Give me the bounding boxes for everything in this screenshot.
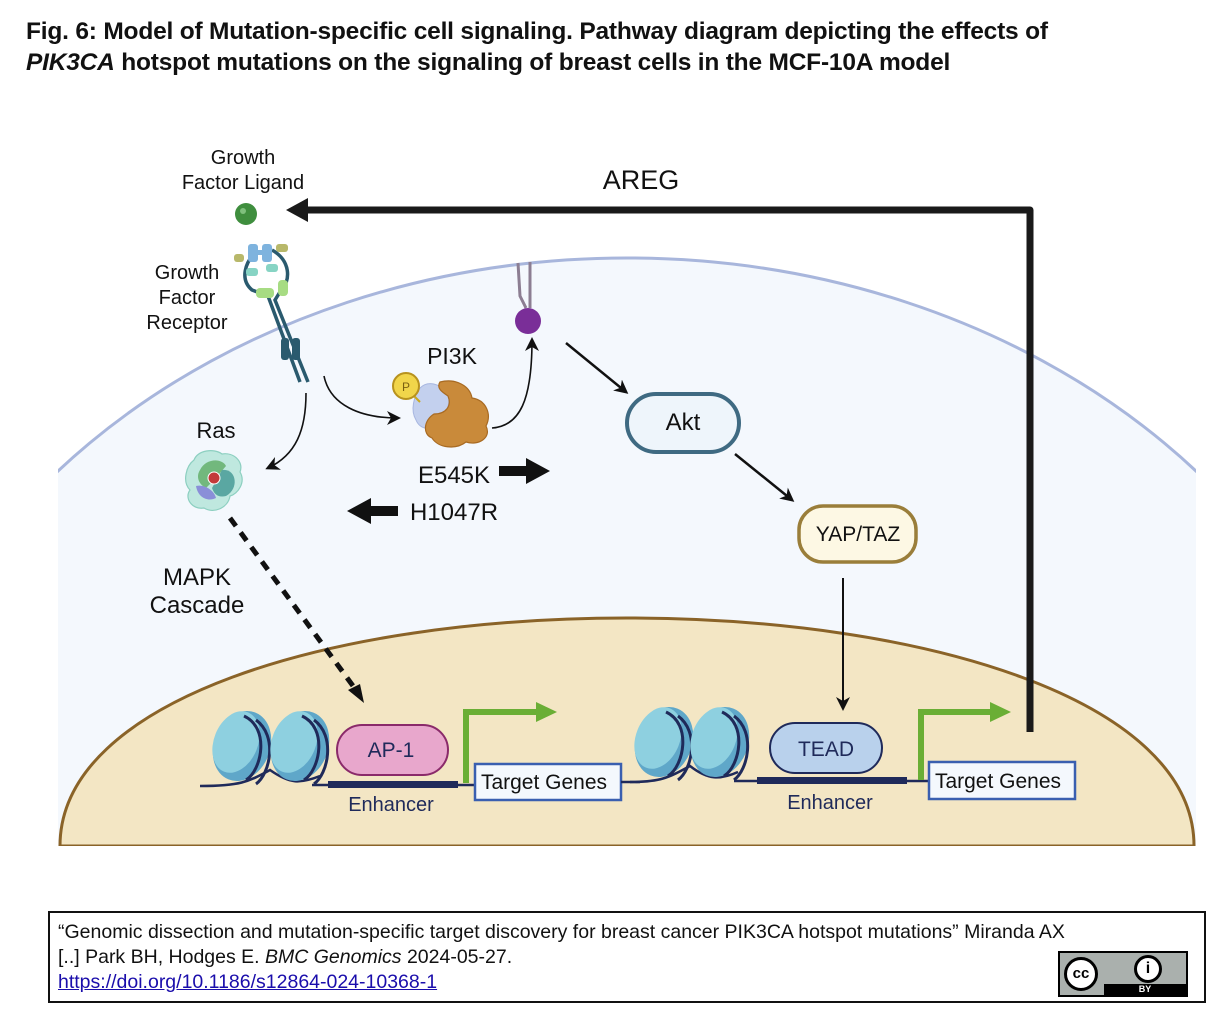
enhancer-left-bar [328,781,458,788]
label-growth-factor-receptor-2: Factor [159,287,216,309]
mapk-arrowhead [348,684,364,703]
label-enhancer-right: Enhancer [787,792,873,814]
figure-title: Fig. 6: Model of Mutation-specific cell … [26,16,1206,78]
label-growth-factor-receptor-1: Growth [155,262,219,284]
figure-title-part2: hotspot mutations on the signaling of br… [114,49,951,76]
ras-protein-icon [185,450,243,511]
label-target-genes-left: Target Genes [481,771,607,794]
gtp-icon [207,471,221,485]
label-ras: Ras [196,418,235,443]
promoter-arrow-right [918,709,994,780]
akt-node [625,392,741,454]
citation-journal: BMC Genomics [265,946,402,968]
label-akt: Akt [666,409,701,436]
label-mapk-1: MAPK [163,564,231,591]
by-label: BY [1104,984,1186,995]
cc-by-license-badge[interactable]: cc i BY [1058,951,1188,997]
label-enhancer-left: Enhancer [348,794,434,816]
label-tead: TEAD [798,738,854,761]
citation-authors: [..] Park BH, Hodges E. [58,946,265,968]
citation-line2: [..] Park BH, Hodges E. BMC Genomics 202… [58,945,1196,970]
cell [58,256,1196,846]
akt-to-yap-arrow [734,453,795,502]
receptor-to-pi3k-arrow [323,375,401,425]
target-genes-right-box [927,760,1077,801]
growth-factor-receptor-icon [234,244,310,383]
figure-title-part1: Fig. 6: Model of Mutation-specific cell … [26,18,1048,45]
citation-line1: “Genomic dissection and mutation-specifi… [58,921,1065,943]
areg-feedback-arrow [300,206,1034,732]
figure-title-gene: PIK3CA [26,49,115,76]
areg-arrowhead [286,198,308,222]
label-target-genes-right: Target Genes [935,770,1061,793]
receptor-to-ras-arrow [265,392,307,470]
citation-box: “Genomic dissection and mutation-specifi… [48,911,1206,1003]
pathway-diagram: Growth Factor Ligand AREG Growth Factor … [58,147,1196,846]
label-yap-taz: YAP/TAZ [816,523,901,546]
label-areg: AREG [603,165,680,195]
citation-date: 2024-05-27. [401,946,513,968]
promoter-arrowhead-left [536,702,557,722]
pi3k-icon [392,372,489,448]
e545k-right-arrow [499,458,550,484]
cc-icon: cc [1064,957,1098,991]
promoter-arrowhead-right [990,702,1011,722]
promoter-arrow-left [463,709,540,783]
label-e545k: E545K [418,462,490,489]
label-ap1: AP-1 [368,739,415,762]
phospho-icon [392,372,420,400]
ligand-highlight [240,208,246,214]
label-phospho: P [402,380,410,394]
pi3k-to-pip3-arrow [491,337,539,429]
pip3-to-akt-arrow [565,342,629,394]
label-growth-factor-ligand-1: Growth [211,147,275,169]
label-growth-factor-receptor-3: Receptor [146,312,227,334]
nucleosomes-left-icon [199,711,330,788]
label-growth-factor-ligand-2: Factor Ligand [182,172,304,194]
nucleus [58,616,1196,846]
label-mapk-2: Cascade [150,592,245,619]
label-pi3k: PI3K [427,343,478,369]
yap-taz-node [797,504,918,564]
label-h1047r: H1047R [410,499,498,526]
attribution-icon: i [1134,955,1162,983]
tead-node [769,722,883,774]
pip3-lipid-icon [515,262,541,334]
citation-doi-link[interactable]: https://doi.org/10.1186/s12864-024-10368… [58,971,438,993]
enhancer-right-bar [757,777,907,784]
h1047r-left-arrow [347,498,398,524]
nucleosomes-right-icon [629,707,750,784]
ap1-node [336,724,449,776]
growth-factor-ligand-icon [235,203,257,225]
